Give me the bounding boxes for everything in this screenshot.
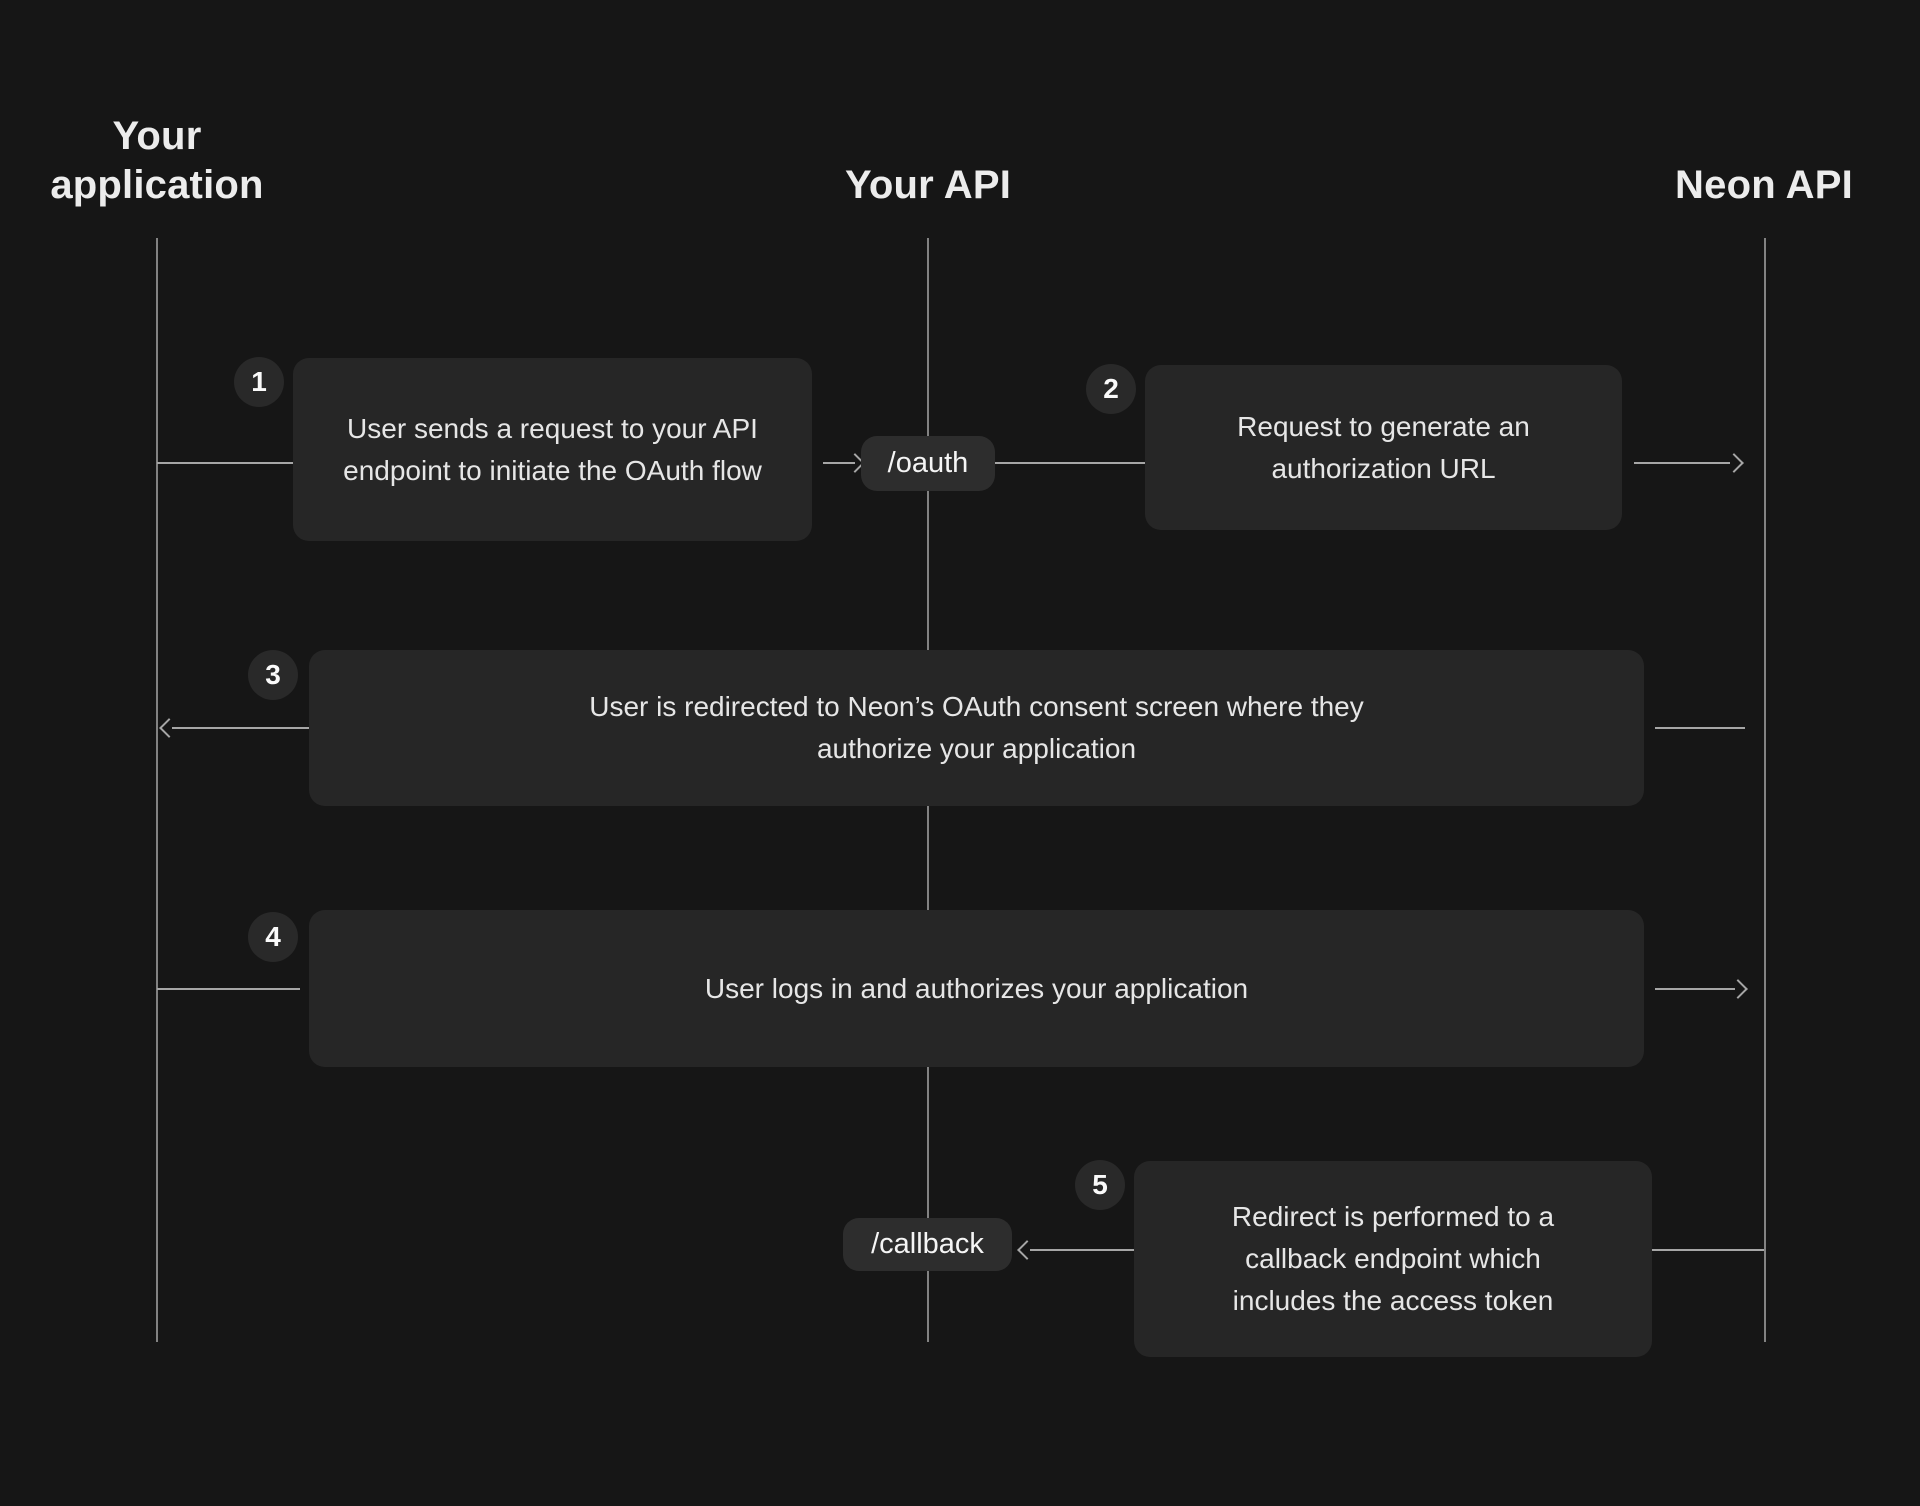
actor-your-api: Your API xyxy=(844,163,1012,207)
message-line-step5 xyxy=(1030,1249,1134,1251)
step-4-text: User logs in and authorizes your applica… xyxy=(704,972,1249,1004)
message-line-step4 xyxy=(157,988,300,990)
step-5-box: Redirect is performed to a callback endp… xyxy=(1134,1161,1652,1357)
arrowhead-right-icon xyxy=(1728,979,1748,999)
message-line-step1 xyxy=(823,462,855,464)
actor-neon-api: Neon API xyxy=(1675,163,1853,207)
message-line-step5 xyxy=(1652,1249,1764,1251)
step-3-badge: 3 xyxy=(248,650,298,700)
message-line-step2 xyxy=(1634,462,1730,464)
oauth-endpoint-pill: /oauth xyxy=(861,436,995,491)
callback-endpoint-pill: /callback xyxy=(843,1218,1012,1271)
lifeline-your-application xyxy=(156,238,158,1342)
message-line-step3 xyxy=(172,727,309,729)
actor-your-application: Your application xyxy=(50,114,264,207)
step-1-badge: 1 xyxy=(234,357,284,407)
lifeline-neon-api xyxy=(1764,238,1766,1342)
message-line-step3 xyxy=(1655,727,1745,729)
arrowhead-left-icon xyxy=(159,718,179,738)
step-4-box: User logs in and authorizes your applica… xyxy=(309,910,1644,1067)
step-2-badge: 2 xyxy=(1086,364,1136,414)
arrowhead-left-icon xyxy=(1017,1240,1037,1260)
step-5-badge: 5 xyxy=(1075,1160,1125,1210)
step-1-box: User sends a request to your API endpoin… xyxy=(293,358,812,541)
message-line-step2 xyxy=(995,462,1145,464)
step-5-text: Redirect is performed to a callback endp… xyxy=(1231,1201,1555,1316)
step-2-text: Request to generate an authorization URL xyxy=(1237,410,1530,484)
arrowhead-right-icon xyxy=(1724,453,1744,473)
step-3-text: User is redirected to Neon’s OAuth conse… xyxy=(589,691,1364,764)
step-4-badge: 4 xyxy=(248,912,298,962)
message-line-step4 xyxy=(1655,988,1735,990)
message-line-step1 xyxy=(157,462,293,464)
step-1-text: User sends a request to your API endpoin… xyxy=(343,412,762,486)
step-2-box: Request to generate an authorization URL xyxy=(1145,365,1622,530)
step-3-box: User is redirected to Neon’s OAuth conse… xyxy=(309,650,1644,806)
